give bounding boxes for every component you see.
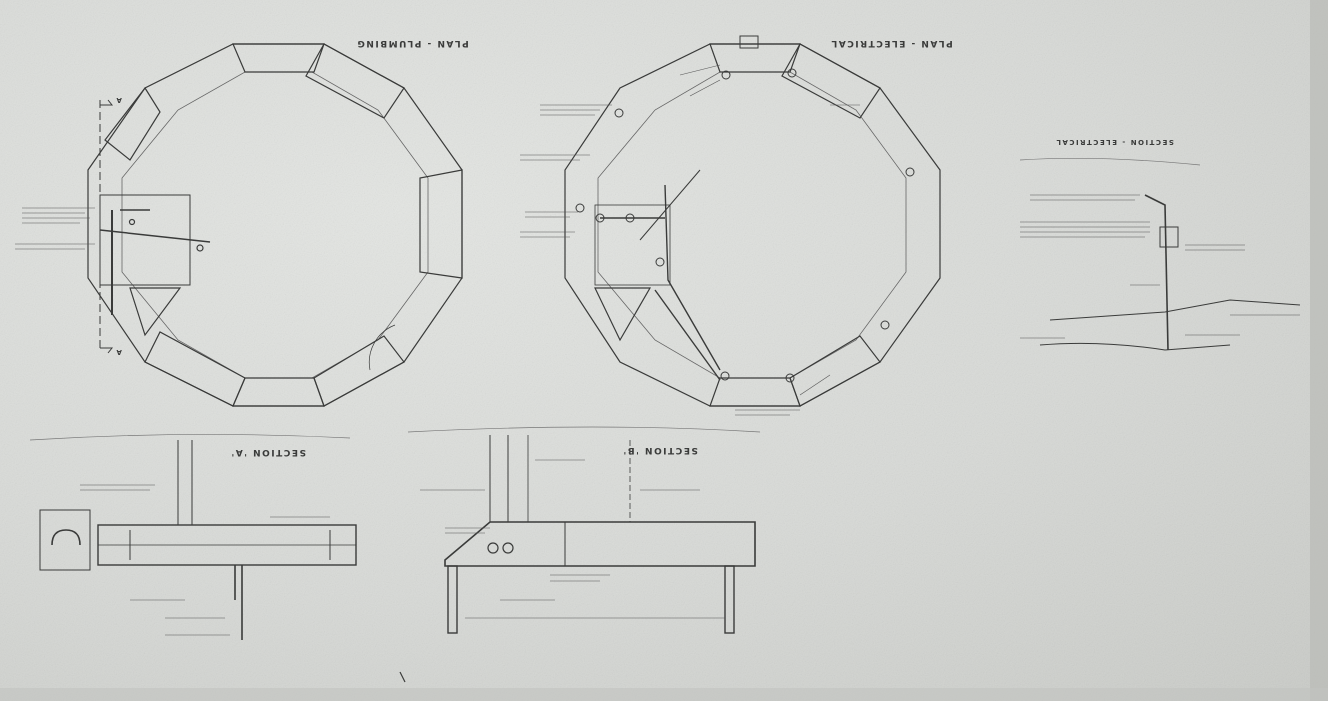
section-marker-top: A [115,96,122,104]
section-arrow-bottom [100,347,114,354]
paper-bottom-edge [0,688,1328,701]
fixture-7 [785,373,795,383]
section-a-notes [80,484,330,636]
e-bench-top-right [781,43,881,119]
fixture-3 [614,108,624,118]
fixture-2 [787,68,797,78]
title-section-a: SECTION 'A' [230,447,306,457]
leg-left-b [447,565,458,634]
title-section-electrical: SECTION - ELECTRICAL [1055,138,1174,146]
title-section-electrical-text: SECTION - ELECTRICAL [1055,138,1174,146]
ground-line [1049,299,1301,321]
fixture-11 [655,257,665,267]
title-section-b-text: SECTION 'B' [622,445,698,455]
section-marker-bottom: A [115,348,122,356]
conduit-b-1 [487,542,499,554]
bench-right [419,169,463,279]
e-vanity-triangle [594,287,652,342]
plan-plumbing [15,43,463,407]
section-marker-top-text: A [115,96,122,104]
bench-bottom-left [144,331,246,407]
drain-symbol [196,244,204,252]
bench-top [232,43,325,73]
circuit-run-2 [654,289,721,381]
floor-slab-b [444,521,756,567]
break-line-top [1019,157,1201,166]
entry-stair [739,35,759,49]
e-core [594,204,671,286]
section-marker-bottom-text: A [115,348,122,356]
bench-top-left [104,86,161,161]
fixture-5 [880,320,890,330]
break-line-a [29,434,351,441]
leg-right-b [724,565,735,634]
section-electrical [1019,157,1301,351]
fixture-8 [575,203,585,213]
title-plan-electrical-text: PLAN - ELECTRICAL [830,38,953,48]
break-line-b [407,426,761,433]
valve-symbol [128,218,136,226]
fixture-cabinet-a [39,509,91,571]
electrical-notes [520,64,860,416]
paper-edge [1310,0,1328,701]
circuit-run-1 [664,184,721,371]
door-swing [368,324,396,371]
pipe-run-1 [99,229,211,243]
fixture-6 [720,371,730,381]
vanity-triangle [129,287,182,337]
title-section-a-text: SECTION 'A' [230,447,307,457]
fixture-4 [905,167,915,177]
title-section-b: SECTION 'B' [622,445,698,455]
e-bench-top [709,43,801,73]
circuit-run-3 [639,169,701,241]
electrical-fixtures [575,68,915,383]
title-plan-plumbing: PLAN - PLUMBING [356,38,469,48]
conduit-b-2 [502,542,514,554]
section-e-notes [1020,194,1300,339]
section-b-notes [420,459,700,601]
fixture-9 [595,213,605,223]
section-b [407,426,761,634]
bench-top-right [305,43,405,119]
title-plan-electrical: PLAN - ELECTRICAL [830,38,953,48]
section-arrow-top [100,99,114,106]
footing-line [1039,342,1231,351]
wall-section [1144,194,1169,351]
plumbing-notes [15,207,95,250]
title-plan-plumbing-text: PLAN - PLUMBING [356,38,469,48]
fixture-1 [721,70,731,80]
panel-box [1159,226,1179,248]
e-bench-bottom [709,377,801,407]
trap-a [51,529,81,546]
section-a [29,434,357,640]
stray-mark [399,671,406,683]
plan-electrical [520,35,941,416]
fixture-10 [625,213,635,223]
